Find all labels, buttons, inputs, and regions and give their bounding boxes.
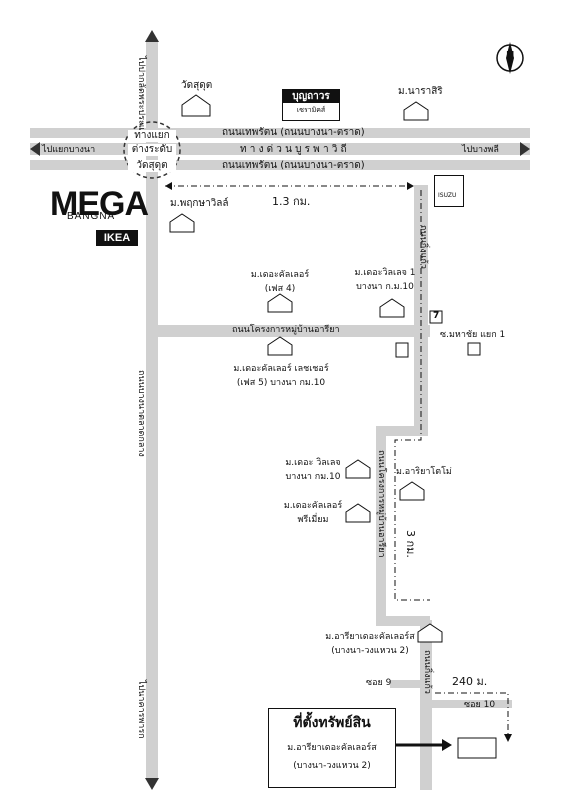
arrow-left-end	[30, 142, 40, 156]
label-arriya-connoisseur-1: ม.อารียาเดอะคัลเลอร์ส	[325, 632, 415, 642]
property-arrow-head	[442, 739, 452, 751]
route-240m	[435, 692, 509, 740]
label-road-village: ถนนโครงการหมู่บ้านอารียา	[376, 450, 386, 558]
label-naraswiri: ม.นาราสิริ	[398, 86, 443, 97]
soi-9-shape	[390, 680, 420, 688]
label-village-10-2: บางนา กม.10	[285, 472, 341, 482]
bunthavorn-logo: บุญถาวร เซรามิคส์	[282, 89, 340, 121]
label-expressway: ท า ง ด่ ว น บู ร พ า วิ ถี	[240, 144, 347, 155]
ikea-logo: IKEA	[96, 230, 138, 246]
seven-eleven-label: 7	[433, 311, 440, 321]
junction-circle	[123, 121, 181, 179]
label-village-10-1: ม.เดอะ วิลเลจ	[285, 458, 341, 468]
road-village-shape	[376, 426, 386, 626]
label-village-1-sub: บางนา ก.ม.10	[356, 282, 414, 292]
label-wat-top: วัดสุดุต	[181, 80, 213, 91]
mega-bangna: BANGNA	[67, 211, 116, 222]
seven-eleven-icon	[429, 310, 443, 324]
label-connoisseur-premium-2: พรีเมี่ยม	[297, 515, 329, 525]
label-soi-9: ซอย 9	[366, 678, 392, 688]
bunthavorn-line2: เซรามิคส์	[296, 106, 326, 114]
label-dir-pak-lat: ไปปากลัดพระประแดง	[136, 56, 146, 141]
road-top-shape	[30, 128, 530, 138]
property-sub: (บางนา-วงแหวน 2)	[293, 761, 371, 771]
property-lot	[457, 737, 497, 759]
label-arriya-connoisseur-2: (บางนา-วงแหวน 2)	[331, 646, 409, 656]
label-road-top: ถนนเทพรัตน (ถนนบางนา-ตราด)	[222, 127, 365, 138]
bunthavorn-line1: บุญถาวร	[283, 90, 339, 103]
label-road-project: ถนนโครงการหมู่บ้านอารียา	[232, 325, 340, 335]
label-village-1: ม.เดอะวิลเลจ 1	[354, 268, 416, 278]
label-road-bottom-vertical: ถนนกิ่งแก้ว	[422, 650, 432, 694]
label-dist-240: 240 ม.	[452, 675, 488, 688]
label-dist-3: 3 กม.	[404, 530, 417, 558]
route-kingkaew	[394, 190, 430, 601]
compass-needle	[506, 42, 514, 74]
road-kingkaew-lower-shape	[420, 620, 432, 790]
label-arriya-tomo: ม.อาริยาโตโม่	[396, 467, 452, 477]
label-connoisseur-4-1: ม.เดอะคัลเลอร์	[250, 270, 310, 280]
road-left-vertical-shape	[146, 40, 158, 780]
label-dir-bangphli: ไปบางพลี	[462, 145, 499, 155]
label-pruksaville: ม.พฤกษาวิลล์	[170, 198, 229, 209]
label-junction-1: ทางแยก	[128, 130, 176, 142]
mega-logo: MEGA	[50, 185, 149, 223]
property-box: ที่ตั้งทรัพย์สิน ม.อารียาเดอะคัลเลอร์ส (…	[268, 708, 396, 788]
route-arrow-down	[504, 734, 512, 742]
label-junction-2: ต่างระดับ	[128, 144, 176, 156]
route-arrow-left	[165, 182, 172, 190]
gas-station-icon	[395, 342, 409, 358]
compass-n-label: N	[506, 50, 515, 61]
isuzu-logo: ISUZU	[434, 175, 464, 207]
seven-eleven-icon	[467, 342, 481, 356]
label-road-left-vertical: ถนนบางนาตลาดกลาง	[136, 370, 146, 457]
soi-10-shape	[432, 700, 512, 708]
label-dir-bangna: ไปแยกบางนา	[42, 145, 96, 155]
label-soi-maharat: ซ.มหาชัย แยก 1	[440, 330, 506, 340]
label-kingkaew: ถนนกิ่งแก้ว	[418, 225, 428, 269]
label-connoisseur-4-2: (เฟส 4)	[264, 284, 296, 294]
arrow-right-end	[520, 142, 530, 156]
isuzu-label: ISUZU	[438, 192, 457, 199]
label-connoisseur-5-2: (เฟส 5) บางนา กม.10	[236, 378, 326, 388]
arrow-bottom-end	[145, 778, 159, 790]
house-icon	[169, 94, 443, 643]
road-village-lower-shape	[376, 616, 430, 626]
label-dir-bottom: ไปนาคารพารก	[136, 680, 146, 739]
road-bottom-shape	[30, 160, 530, 170]
route-arrow-right	[407, 182, 414, 190]
arrow-top-end	[145, 30, 159, 42]
road-connector-shape	[376, 426, 428, 436]
label-connoisseur-5-1: ม.เดอะคัลเลอร์ เลชเชอร์	[233, 364, 329, 374]
label-connoisseur-premium-1: ม.เดอะคัลเลอร์	[283, 501, 343, 511]
property-title: ที่ตั้งทรัพย์สิน	[293, 715, 371, 731]
property-name: ม.อารียาเดอะคัลเลอร์ส	[287, 743, 377, 753]
label-dist-1-3: 1.3 กม.	[272, 195, 311, 208]
label-road-bottom: ถนนเทพรัตน (ถนนบางนา-ตราด)	[222, 160, 365, 171]
label-soi-10: ซอย 10	[464, 700, 496, 710]
road-project-shape	[158, 325, 430, 337]
label-wat-bottom: วัดสุดุต	[128, 160, 176, 172]
